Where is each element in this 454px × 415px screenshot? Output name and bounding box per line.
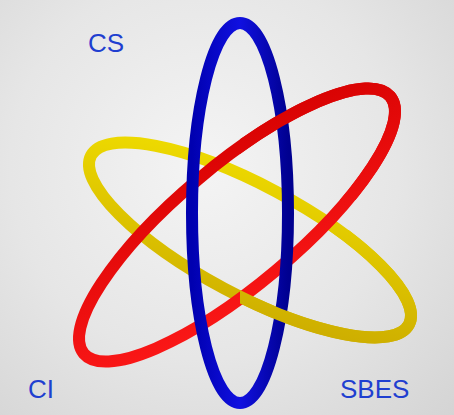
blue-ring: [192, 23, 288, 403]
ring-label: CS: [88, 28, 124, 58]
red-ring-over: [240, 50, 429, 200]
red-ring: [45, 50, 429, 399]
ring-label: CI: [28, 374, 54, 404]
ring-label: SBES: [340, 374, 409, 404]
yellow-ring-over: [240, 230, 435, 373]
